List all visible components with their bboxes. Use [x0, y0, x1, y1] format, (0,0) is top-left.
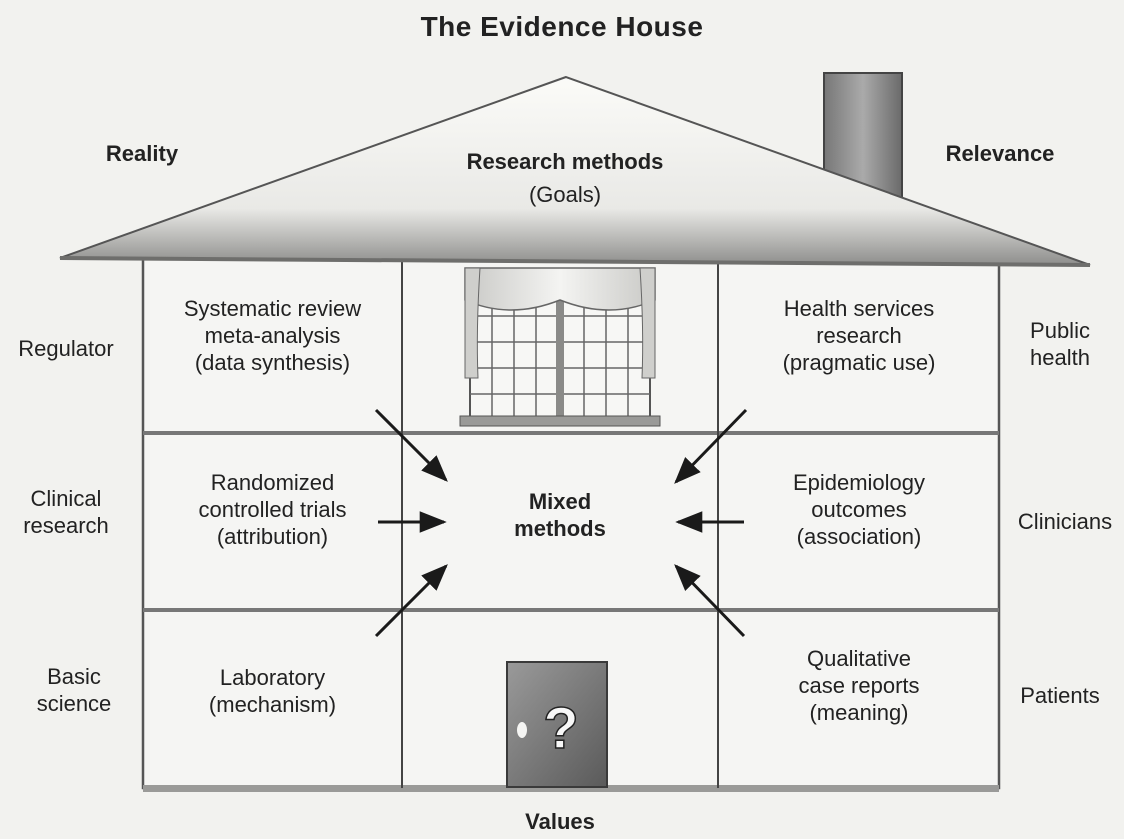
arrows	[374, 408, 748, 638]
arrow-top-right	[674, 408, 748, 484]
cell-line: Laboratory	[219, 665, 326, 690]
arrow-bottom-right	[674, 564, 746, 638]
cell-qualitative: Qualitative case reports (meaning)	[725, 646, 993, 726]
cell-line: Health services	[783, 296, 935, 321]
label-public-health: Public health	[1004, 318, 1116, 372]
cell-laboratory: Laboratory (mechanism)	[150, 665, 395, 719]
door-question-mark: ?	[543, 696, 578, 761]
diagram-title: The Evidence House	[420, 11, 704, 42]
center-line: methods	[514, 515, 606, 541]
label-research-methods: Research methods	[466, 149, 664, 174]
cell-line: (mechanism)	[208, 691, 337, 717]
cell-line: case reports	[798, 672, 920, 698]
cell-health-services: Health services research (pragmatic use)	[725, 296, 993, 376]
label-patients: Patients	[1020, 683, 1100, 708]
label-line: research	[23, 512, 109, 538]
cell-randomized-trials: Randomized controlled trials (attributio…	[150, 470, 395, 550]
cell-line: Epidemiology	[792, 470, 926, 495]
cell-line: research	[816, 322, 902, 348]
cell-line: meta-analysis	[204, 322, 341, 348]
label-line: health	[1030, 344, 1090, 370]
cell-line: (pragmatic use)	[782, 349, 936, 375]
roof	[59, 75, 1091, 267]
arrow-bottom-left	[374, 564, 448, 638]
label-clinical-research: Clinical research	[4, 486, 128, 540]
roof-center-label: Research methods (Goals)	[410, 149, 720, 209]
label-goals: (Goals)	[528, 181, 602, 207]
cell-systematic-review: Systematic review meta-analysis (data sy…	[150, 296, 395, 376]
label-relevance: Relevance	[945, 141, 1055, 166]
center-mixed-methods: Mixed methods	[480, 489, 640, 543]
cell-line: (data synthesis)	[194, 349, 351, 375]
cell-line: controlled trials	[198, 496, 347, 522]
label-line: Public	[1030, 318, 1090, 343]
cell-line: (attribution)	[216, 523, 329, 549]
label-reality: Reality	[105, 141, 179, 166]
door: ?	[506, 661, 608, 788]
label-line: science	[36, 690, 112, 716]
cell-line: (meaning)	[809, 699, 909, 725]
label-line: Clinical	[30, 486, 102, 511]
arrow-top-left	[374, 408, 448, 482]
label-line: Basic	[47, 664, 101, 689]
cell-line: outcomes	[811, 496, 907, 522]
center-line: Mixed	[528, 489, 592, 514]
window-illustration	[459, 267, 661, 427]
cell-line: (association)	[796, 523, 922, 549]
cell-epidemiology: Epidemiology outcomes (association)	[725, 470, 993, 550]
cell-line: Qualitative	[807, 646, 911, 671]
label-values: Values	[525, 809, 595, 834]
cell-line: Randomized	[210, 470, 335, 495]
label-clinicians: Clinicians	[1017, 509, 1113, 534]
label-basic-science: Basic science	[4, 664, 144, 718]
label-regulator: Regulator	[18, 336, 114, 361]
cell-line: Systematic review	[183, 296, 362, 321]
